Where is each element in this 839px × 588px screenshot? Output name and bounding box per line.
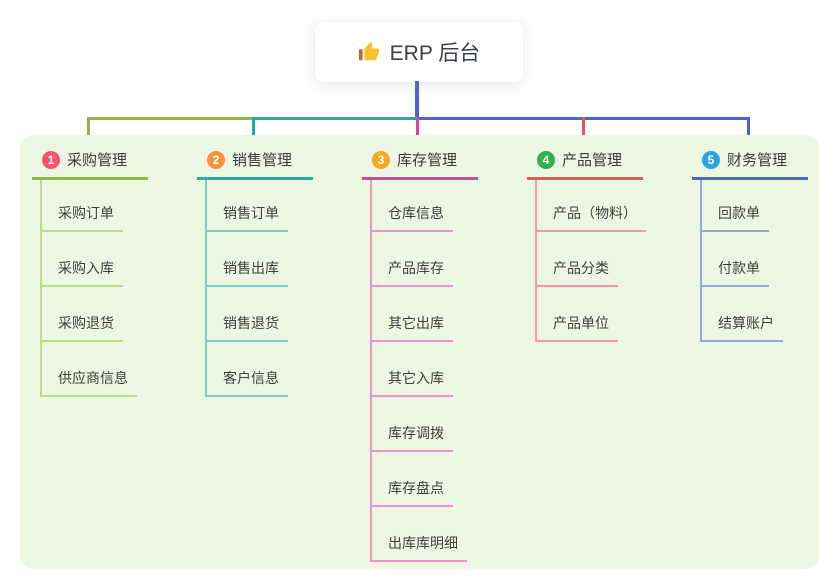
- list-item[interactable]: 销售出库: [207, 232, 288, 287]
- branch: 2 销售管理 销售订单销售出库销售退货客户信息: [197, 144, 313, 397]
- list-item[interactable]: 采购入库: [42, 232, 123, 287]
- branch: 3 库存管理 仓库信息产品库存其它出库其它入库库存调拨库存盘点出库库明细: [362, 144, 478, 562]
- item-label: 仓库信息: [388, 205, 444, 221]
- branch-node[interactable]: 1 采购管理: [32, 144, 148, 180]
- item-label: 采购订单: [58, 205, 114, 221]
- item-label: 付款单: [718, 260, 760, 276]
- item-label: 产品单位: [553, 315, 609, 331]
- branch-number-badge: 3: [372, 150, 390, 169]
- list-item[interactable]: 产品（物料）: [537, 180, 646, 232]
- list-item[interactable]: 销售订单: [207, 180, 288, 232]
- branch-node[interactable]: 4 产品管理: [527, 144, 643, 180]
- item-label: 其它出库: [388, 315, 444, 331]
- item-label: 产品库存: [388, 260, 444, 276]
- item-label: 结算账户: [718, 315, 774, 331]
- branch-items: 采购订单采购入库采购退货供应商信息: [40, 180, 137, 397]
- item-label: 回款单: [718, 205, 760, 221]
- list-item[interactable]: 产品库存: [372, 232, 453, 287]
- branch-items: 产品（物料） 产品分类产品单位: [535, 180, 646, 342]
- item-label: 销售退货: [223, 315, 279, 331]
- item-label: 销售订单: [223, 205, 279, 221]
- connector-drop-branch-4: [582, 117, 585, 145]
- branch-title-label: 产品管理: [562, 152, 623, 169]
- item-label: 销售出库: [223, 260, 279, 276]
- connector-drop-branch-1: [87, 117, 90, 145]
- branch-title-label: 财务管理: [727, 152, 788, 169]
- root-trunk-line: [415, 81, 419, 119]
- branch: 5 财务管理 回款单付款单结算账户: [692, 144, 808, 342]
- item-label: 库存盘点: [388, 480, 444, 496]
- list-item[interactable]: 销售退货: [207, 287, 288, 342]
- list-item[interactable]: 仓库信息: [372, 180, 453, 232]
- connector-drop-branch-2: [252, 117, 255, 145]
- branch-number-badge: 4: [537, 150, 555, 169]
- list-item[interactable]: 产品单位: [537, 287, 618, 342]
- list-item[interactable]: 其它出库: [372, 287, 453, 342]
- branch: 4 产品管理 产品（物料） 产品分类产品单位: [527, 144, 646, 342]
- item-label: 供应商信息: [58, 370, 128, 386]
- list-item[interactable]: 产品分类: [537, 232, 618, 287]
- branch-title-label: 采购管理: [67, 152, 128, 169]
- item-label: 产品分类: [553, 260, 609, 276]
- connector-hline-branch-1: [87, 117, 254, 120]
- root-node[interactable]: ERP 后台: [315, 22, 523, 82]
- branch-items: 销售订单销售出库销售退货客户信息: [205, 180, 288, 397]
- branch: 1 采购管理 采购订单采购入库采购退货供应商信息: [32, 144, 148, 397]
- branch-number-badge: 5: [702, 150, 720, 169]
- branch-number-badge: 2: [207, 150, 225, 169]
- item-label: 客户信息: [223, 370, 279, 386]
- branch-items: 仓库信息产品库存其它出库其它入库库存调拨库存盘点出库库明细: [370, 180, 467, 562]
- branch-number-badge: 1: [42, 150, 60, 169]
- list-item[interactable]: 回款单: [702, 180, 769, 232]
- list-item[interactable]: 出库库明细: [372, 507, 467, 562]
- thumbs-up-icon: [358, 41, 380, 63]
- list-item[interactable]: 结算账户: [702, 287, 783, 342]
- list-item[interactable]: 库存调拨: [372, 397, 453, 452]
- item-label: 出库库明细: [388, 535, 458, 551]
- connector-drop-branch-3: [416, 117, 419, 145]
- item-label: 采购退货: [58, 315, 114, 331]
- item-label: 其它入库: [388, 370, 444, 386]
- connector-drop-branch-5: [747, 117, 750, 145]
- list-item[interactable]: 采购订单: [42, 180, 123, 232]
- list-item[interactable]: 供应商信息: [42, 342, 137, 397]
- list-item[interactable]: 付款单: [702, 232, 769, 287]
- branch-items: 回款单付款单结算账户: [700, 180, 783, 342]
- list-item[interactable]: 其它入库: [372, 342, 453, 397]
- root-title: ERP 后台: [389, 42, 481, 65]
- branch-node[interactable]: 5 财务管理: [692, 144, 808, 180]
- branch-node[interactable]: 2 销售管理: [197, 144, 313, 180]
- item-label: 库存调拨: [388, 425, 444, 441]
- list-item[interactable]: 客户信息: [207, 342, 288, 397]
- list-item[interactable]: 库存盘点: [372, 452, 453, 507]
- list-item[interactable]: 采购退货: [42, 287, 123, 342]
- branch-node[interactable]: 3 库存管理: [362, 144, 478, 180]
- connector-hline-branch-2: [252, 117, 419, 120]
- item-label: 采购入库: [58, 260, 114, 276]
- branch-title-label: 库存管理: [397, 152, 458, 169]
- item-label: 产品（物料）: [553, 205, 637, 221]
- branch-title-label: 销售管理: [232, 152, 293, 169]
- branches-panel: [20, 135, 819, 569]
